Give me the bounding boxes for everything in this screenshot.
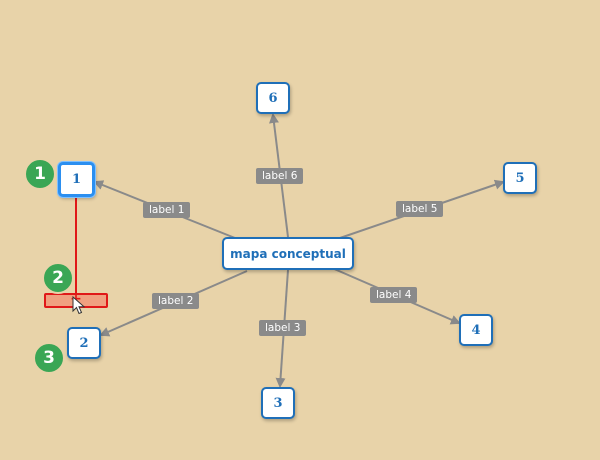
step-badge-3: 3 [33, 342, 65, 374]
node-1[interactable]: 1 [58, 162, 95, 197]
pointer-cursor-icon [72, 296, 86, 315]
step-badge-2: 2 [42, 262, 74, 294]
edge-label-4[interactable]: label 4 [370, 287, 418, 303]
node-5[interactable]: 5 [503, 162, 537, 194]
step-badge-1: 1 [24, 158, 56, 190]
edge-label-6[interactable]: label 6 [256, 168, 304, 184]
edge-label-1[interactable]: label 1 [143, 202, 191, 218]
edge-label-2[interactable]: label 2 [152, 293, 200, 309]
node-6[interactable]: 6 [256, 82, 290, 114]
node-4[interactable]: 4 [459, 314, 493, 346]
node-3[interactable]: 3 [261, 387, 295, 419]
edge-label-5[interactable]: label 5 [396, 201, 444, 217]
edge-label-3[interactable]: label 3 [259, 320, 307, 336]
center-node[interactable]: mapa conceptual [222, 237, 354, 270]
node-2[interactable]: 2 [67, 327, 101, 359]
